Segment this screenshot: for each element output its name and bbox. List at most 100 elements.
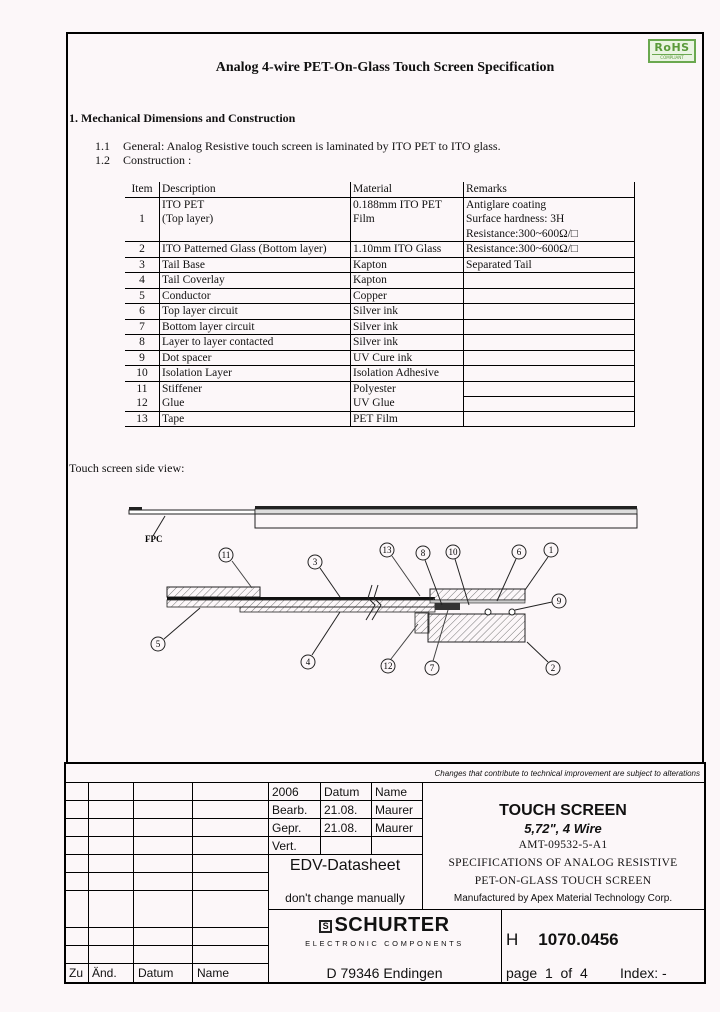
overview-outline <box>128 506 638 537</box>
subsection-text: Construction : <box>123 153 192 167</box>
rev-header-datum: Datum <box>138 966 174 980</box>
table-row: 13 Tape PET Film <box>125 411 635 427</box>
cell-line: ITO PET <box>162 198 205 211</box>
table-header-row: Item Description Material Remarks <box>125 182 635 198</box>
table-row: 7 Bottom layer circuit Silver ink <box>125 319 635 335</box>
cell-item: 11 <box>136 382 148 395</box>
cell-material: UV Cure ink <box>350 350 464 366</box>
year: 2006 <box>272 785 299 799</box>
product-subtitle: 5,72", 4 Wire <box>524 821 602 836</box>
cell-remarks <box>463 272 635 289</box>
cell-line: (Top layer) <box>162 213 214 225</box>
cell-material: Kapton <box>350 257 464 273</box>
cell-remarks: Resistance:300~600Ω/□ <box>463 241 635 258</box>
page-frame <box>66 32 704 762</box>
page-of: of <box>560 965 573 981</box>
col-datum: Datum <box>324 785 360 799</box>
document-title: Analog 4-wire PET-On-Glass Touch Screen … <box>215 60 555 75</box>
cell-remarks: Separated Tail <box>463 257 635 273</box>
edv-note: don't change manually <box>285 891 405 905</box>
cell-item: 8 <box>125 334 160 351</box>
cell-remarks <box>463 334 635 351</box>
cell-description: Tail Base <box>159 257 351 273</box>
bearb-label: Bearb. <box>272 803 308 817</box>
table-row: 2 ITO Patterned Glass (Bottom layer) 1.1… <box>125 241 635 258</box>
cell-material: Silver ink <box>350 319 464 335</box>
cell-description: ITO Patterned Glass (Bottom layer) <box>159 241 351 258</box>
callout-9: 9 <box>557 596 562 606</box>
cell-description: Bottom layer circuit <box>159 319 351 335</box>
cell-remarks <box>463 381 635 397</box>
page-info: page 1 of 4 <box>506 965 588 981</box>
table-row: 10 Isolation Layer Isolation Adhesive <box>125 365 635 382</box>
cell-description: Glue <box>159 396 351 412</box>
cell-line: Antiglare coating <box>466 198 547 211</box>
cell-item: 4 <box>125 272 160 289</box>
subsection-number: 1.1 <box>95 139 110 153</box>
cell-material: Isolation Adhesive <box>350 365 464 382</box>
cell-item: 12 <box>125 396 160 412</box>
cell-material: Silver ink <box>350 334 464 351</box>
page-current: 1 <box>544 965 553 981</box>
callout-10: 10 <box>449 547 459 557</box>
part-code: AMT-09532-5-A1 <box>518 839 608 851</box>
col-name: Name <box>375 785 408 799</box>
rev-header-name: Name <box>197 966 230 980</box>
manufacturer: Manufactured by Apex Material Technology… <box>453 893 673 904</box>
cell-item: 6 <box>125 303 160 320</box>
cell-material: UV Glue <box>350 396 464 412</box>
rohs-sublabel: COMPLIANT <box>652 54 692 60</box>
callout-1: 1 <box>549 545 554 555</box>
doc-number: 1070.0456 <box>538 930 619 949</box>
cell-item: 1 <box>125 197 160 242</box>
spec-line-2: PET-ON-GLASS TOUCH SCREEN <box>474 875 652 887</box>
edv-label: EDV-Datasheet <box>289 857 401 874</box>
section-heading: 1. Mechanical Dimensions and Constructio… <box>69 111 296 125</box>
cell-line: Surface hardness: 3H <box>466 213 565 225</box>
gepr-label: Gepr. <box>272 821 302 835</box>
header-material: Material <box>350 182 464 198</box>
cell-item: 7 <box>125 319 160 335</box>
cell-remarks <box>463 396 635 412</box>
cell-material: Kapton <box>350 272 464 289</box>
cell-description: Layer to layer contacted <box>159 334 351 351</box>
cell-item: 10 <box>125 365 160 382</box>
vert-label: Vert. <box>272 839 297 853</box>
cell-item: 9 <box>125 350 160 366</box>
cell-description: Tape <box>159 411 351 427</box>
table-row: 5 Conductor Copper <box>125 288 635 304</box>
callout-2: 2 <box>551 663 556 673</box>
cell-material: Polyester <box>350 381 464 396</box>
cell-item: 2 <box>125 241 160 258</box>
page-total: 4 <box>579 965 588 981</box>
bearb-date: 21.08. <box>324 803 358 817</box>
changes-note: Changes that contribute to technical imp… <box>434 769 700 778</box>
callout-4: 4 <box>306 657 311 667</box>
fpc-label: FPC <box>145 534 163 544</box>
rev-header-and: Änd. <box>92 966 117 980</box>
cell-line: Film <box>353 213 375 225</box>
cell-description: Conductor <box>159 288 351 304</box>
cell-description: Tail Coverlay <box>159 272 351 289</box>
cell-remarks <box>463 288 635 304</box>
callout-11: 11 <box>222 550 231 560</box>
cell-material: PET Film <box>350 411 464 427</box>
callout-5: 5 <box>156 639 161 649</box>
cell-remarks <box>463 303 635 320</box>
cell-material: Copper <box>350 288 464 304</box>
side-view-label: Touch screen side view: <box>69 461 185 475</box>
table-row: 4 Tail Coverlay Kapton <box>125 272 635 289</box>
cell-description: Dot spacer <box>159 350 351 366</box>
rev-header-zu: Zu <box>69 966 84 980</box>
cell-line: Resistance:300~600Ω/□ <box>466 227 578 240</box>
cell-item: 13 <box>125 411 160 427</box>
bearb-name: Maurer <box>375 803 414 817</box>
title-block: Changes that contribute to technical imp… <box>64 762 706 984</box>
cell-description: Isolation Layer <box>159 365 351 382</box>
callout-7: 7 <box>430 663 435 673</box>
cell-remarks <box>463 411 635 427</box>
